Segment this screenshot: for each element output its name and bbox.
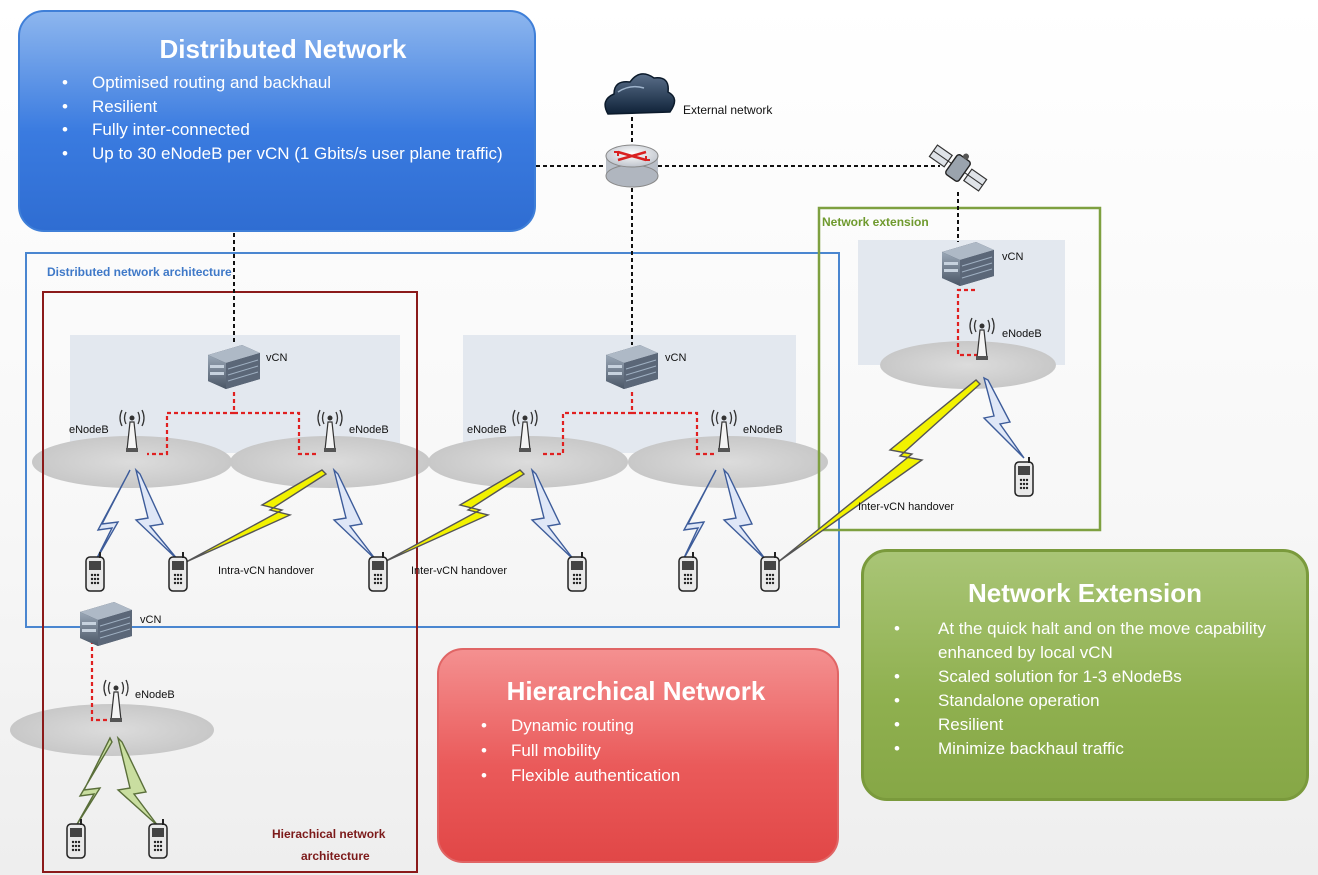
mobile-phone-icon: [760, 551, 780, 592]
cell-coverage-ellipse: [628, 436, 828, 488]
bullet-item: Full mobility: [439, 738, 827, 763]
bullet-item: Standalone operation: [864, 689, 1296, 713]
network-extension-frame: [817, 206, 1102, 532]
hierarchical-architecture-frame: [42, 291, 418, 873]
cell-coverage-ellipse: [32, 436, 232, 488]
bullet-item: Minimize backhaul traffic: [864, 737, 1296, 761]
inter-vcn-handover-label: Inter-vCN handover: [858, 501, 954, 513]
network-extension-bullets: At the quick halt and on the move capabi…: [864, 617, 1296, 761]
vcn-label: vCN: [665, 352, 686, 364]
bullet-item: Resilient: [20, 95, 516, 119]
network-extension-title: Network Extension: [967, 578, 1203, 608]
bullet-item: Resilient: [864, 713, 1296, 737]
vcn-label: vCN: [266, 352, 287, 364]
radio-links: [75, 376, 1025, 827]
bullet-item: Scaled solution for 1-3 eNodeBs: [864, 665, 1296, 689]
enodeb-label: eNodeB: [467, 424, 507, 436]
bullet-item: Flexible authentication: [439, 763, 827, 788]
bullet-item: Optimised routing and backhaul: [20, 71, 516, 95]
hierarchical-architecture-label-line1: Hierachical network: [272, 827, 386, 841]
satellite-icon: [928, 144, 988, 192]
distributed-network-bullets: Optimised routing and backhaul Resilient…: [20, 71, 516, 165]
cell-coverage-ellipse: [880, 341, 1056, 389]
cell-coverage-ellipse: [230, 436, 430, 488]
inter-vcn-handover-label: Inter-vCN handover: [411, 565, 507, 577]
mobile-phone-icon: [148, 818, 168, 859]
bullet-item: Fully inter-connected: [20, 118, 516, 142]
router-icon: [605, 144, 659, 188]
hierarchical-network-bullets: Dynamic routing Full mobility Flexible a…: [439, 713, 827, 788]
enodeb-label: eNodeB: [349, 424, 389, 436]
mobile-phone-icon: [168, 551, 188, 592]
distributed-network-title: Distributed Network: [159, 34, 407, 64]
mobile-phone-icon: [567, 551, 587, 592]
enodeb-label: eNodeB: [135, 689, 175, 701]
intra-vcn-handover-label: Intra-vCN handover: [218, 565, 314, 577]
bullet-item: At the quick halt and on the move capabi…: [864, 617, 1296, 665]
vcn-label: vCN: [140, 614, 161, 626]
bullet-item: Dynamic routing: [439, 713, 827, 738]
mobile-phone-icon: [66, 818, 86, 859]
mobile-phone-icon: [368, 551, 388, 592]
mobile-phone-icon: [85, 551, 105, 592]
cloud-icon: [604, 73, 676, 115]
distributed-architecture-frame: [25, 252, 840, 628]
enodeb-label: eNodeB: [1002, 328, 1042, 340]
distributed-architecture-label: Distributed network architecture: [47, 265, 232, 279]
network-extension-callout: Network Extension At the quick halt and …: [861, 549, 1309, 801]
mobile-phone-icon: [678, 551, 698, 592]
hierarchical-architecture-label-line2: architecture: [301, 849, 370, 863]
network-extension-label: Network extension: [822, 215, 929, 229]
bullet-item: Up to 30 eNodeB per vCN (1 Gbits/s user …: [20, 142, 516, 166]
vcn-label: vCN: [1002, 251, 1023, 263]
hierarchical-network-callout: Hierarchical Network Dynamic routing Ful…: [437, 648, 839, 863]
distributed-network-callout: Distributed Network Optimised routing an…: [18, 10, 536, 232]
external-network-label: External network: [683, 103, 773, 117]
vcn-server-icon: [79, 601, 133, 647]
hierarchical-network-title: Hierarchical Network: [506, 676, 766, 706]
enodeb-label: eNodeB: [69, 424, 109, 436]
cell-coverage-ellipse: [428, 436, 628, 488]
enodeb-label: eNodeB: [743, 424, 783, 436]
cell-coverage-ellipse: [10, 704, 214, 756]
mobile-phone-icon: [1014, 456, 1034, 497]
